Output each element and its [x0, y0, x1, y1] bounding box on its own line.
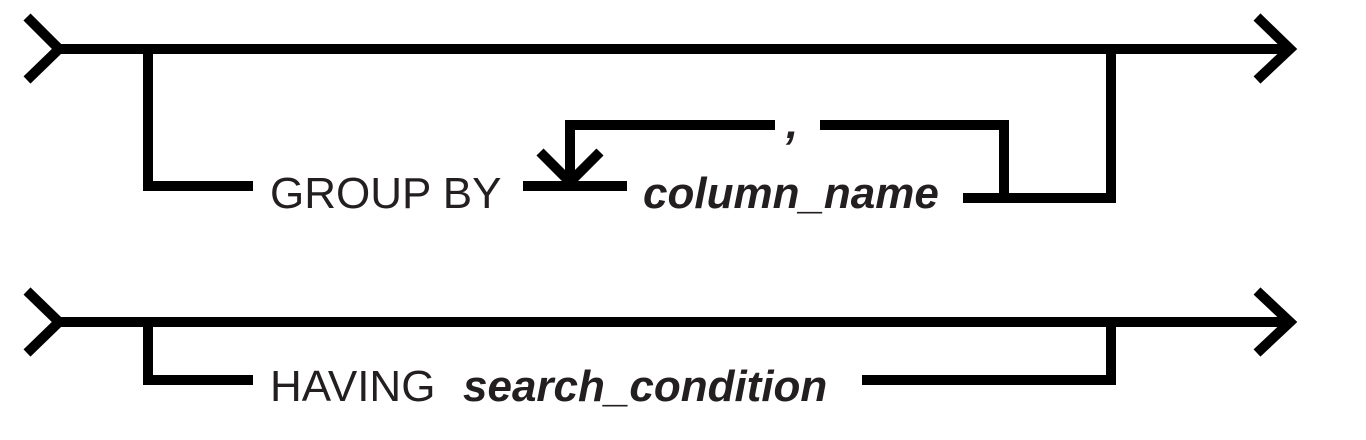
- having-keyword: HAVING: [270, 362, 435, 411]
- group-by-keyword: GROUP BY: [270, 169, 501, 218]
- comma-separator: ,: [785, 99, 798, 148]
- optional-bracket-right: [862, 322, 1116, 385]
- start-arrow-icon: [23, 287, 67, 357]
- search-condition-parameter: search_condition: [463, 362, 827, 411]
- repeat-loop-right: [820, 120, 1009, 196]
- end-arrow-icon: [1253, 287, 1298, 357]
- column-name-parameter: column_name: [643, 169, 939, 218]
- end-arrow-icon: [1253, 13, 1298, 84]
- optional-bracket-right: [963, 49, 1116, 203]
- optional-bracket-left: [143, 322, 253, 385]
- group-by-clause: GROUP BY , column_name: [23, 13, 1298, 218]
- having-clause: HAVING search_condition: [23, 287, 1298, 411]
- start-arrow-icon: [23, 13, 67, 84]
- loop-back-arrow-icon: [536, 148, 604, 190]
- repeat-loop-left: [565, 120, 775, 186]
- optional-bracket-left: [143, 49, 253, 191]
